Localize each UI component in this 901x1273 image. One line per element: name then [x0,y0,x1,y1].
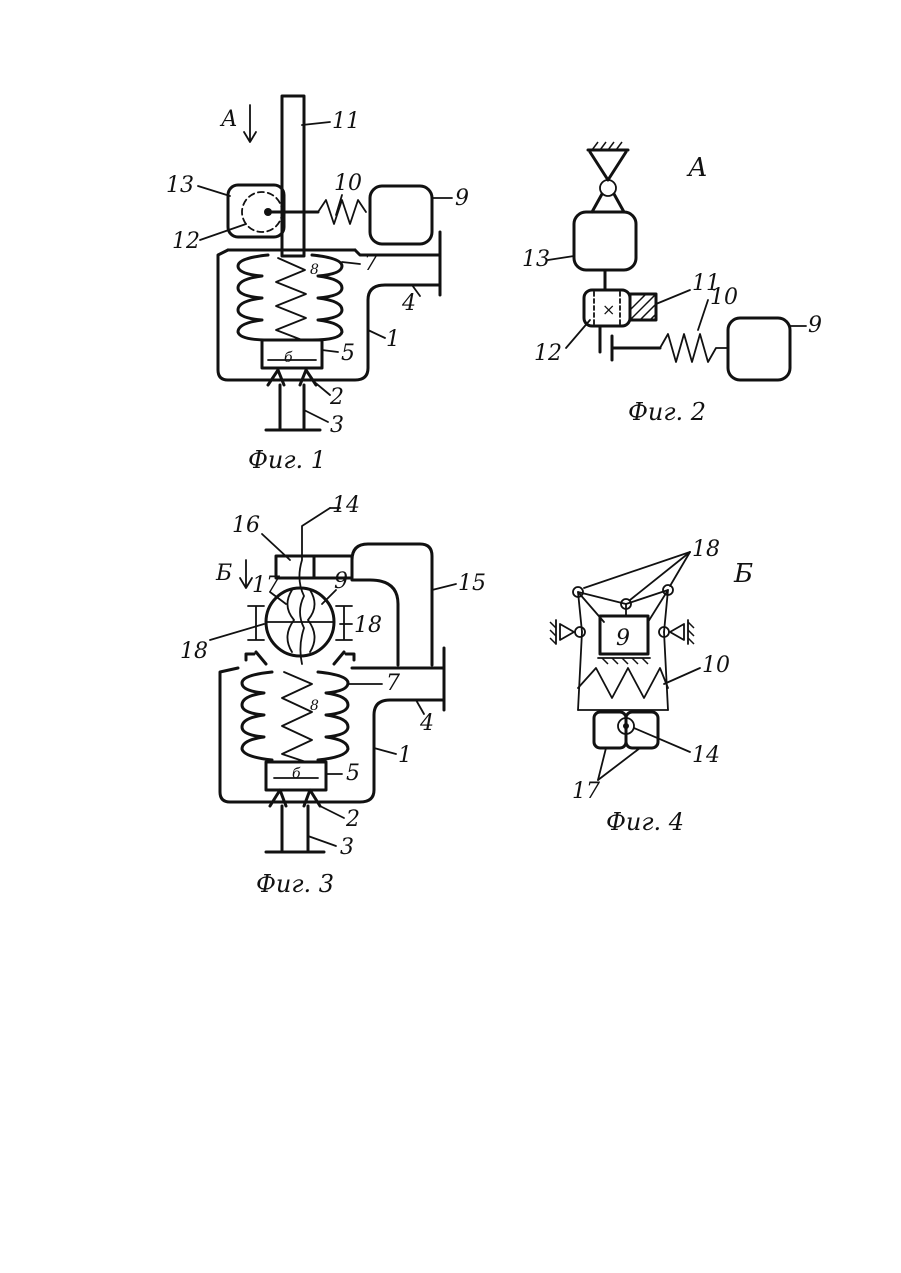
spring-10 [318,200,366,224]
figure-1: А 11 13 10 9 12 8 7 4 1 5 б 2 3 Фиг. 1 [166,96,469,474]
caption-fig-2: Фиг. 2 [628,398,706,426]
view-marker-b: Б [215,561,232,586]
bracket-18-left [248,606,264,640]
label-6: б [284,350,293,366]
label-16: 16 [232,513,260,538]
label-10-fig2: 10 [710,285,738,310]
caption-fig-3: Фиг. 3 [256,870,334,898]
spring-10-fig4 [578,668,668,698]
view-title-a: А [686,153,708,183]
label-7-fig3: 7 [386,671,400,696]
rod-11 [282,96,304,256]
label-18-fig4: 18 [692,537,720,562]
clamp-17-left [594,712,626,748]
label-9-fig2: 9 [808,313,822,338]
seat-2 [268,370,316,385]
bellows-7-left [238,255,268,340]
label-12-fig2: 12 [534,341,562,366]
spring-8 [276,258,306,340]
caption-fig-4: Фиг. 4 [606,808,684,836]
label-9-fig4: 9 [616,626,630,651]
label-8-fig3: 8 [310,698,319,714]
label-15: 15 [458,571,486,596]
label-2-fig3: 2 [345,807,360,832]
label-4-fig3: 4 [419,711,434,736]
spring-10-fig2 [660,334,728,362]
view-title-b: Б [733,559,753,589]
view-marker-a: А [219,107,238,132]
label-1: 1 [386,327,400,352]
label-4: 4 [401,291,416,316]
label-3-fig3: 3 [340,835,354,860]
column-15 [352,544,432,665]
box-9 [370,186,432,244]
label-11: 11 [332,109,360,134]
housing-1 [218,250,430,380]
block-13-fig2 [574,212,636,270]
spring-8-fig3 [282,672,312,762]
pivot-left [560,624,574,640]
label-12: 12 [172,229,200,254]
label-13-fig2: 13 [522,247,550,272]
label-13: 13 [166,173,194,198]
pivot-right [670,624,684,640]
box-9-fig2 [728,318,790,380]
label-10: 10 [334,171,362,196]
label-9: 9 [455,186,469,211]
caption-fig-1: Фиг. 1 [248,446,326,474]
figure-4: 9 18 Б 10 14 17 Фиг. 4 [550,537,753,836]
label-17-fig3: 17 [252,573,280,598]
bellows-7-fig3-right [318,672,348,760]
label-18-left: 18 [180,639,208,664]
label-8: 8 [310,262,319,278]
label-9-fig3: 9 [334,569,348,594]
label-14-fig3: 14 [332,493,360,518]
clamp-17-right [626,712,658,748]
label-5: 5 [341,341,355,366]
bracket-18-right [336,606,352,640]
seat-2-fig3 [270,790,320,806]
label-18-right: 18 [354,613,382,638]
bellows-7-fig3-left [242,672,272,760]
label-7: 7 [364,251,378,276]
label-10-fig4: 10 [702,653,730,678]
svg-text:×: × [602,300,615,319]
label-3: 3 [330,413,344,438]
label-14-fig4: 14 [692,743,720,768]
figure-2: × А 13 11 10 9 12 Фиг. 2 [522,142,822,426]
figure-3: 14 16 Б 17 9 15 18 18 7 8 4 1 б 5 2 3 Фи… [180,493,486,898]
pivot-support [590,152,626,180]
label-5-fig3: 5 [346,761,360,786]
label-6-fig3: б [292,766,301,782]
label-2: 2 [329,385,344,410]
label-17-fig4: 17 [572,779,600,804]
label-1-fig3: 1 [398,743,412,768]
